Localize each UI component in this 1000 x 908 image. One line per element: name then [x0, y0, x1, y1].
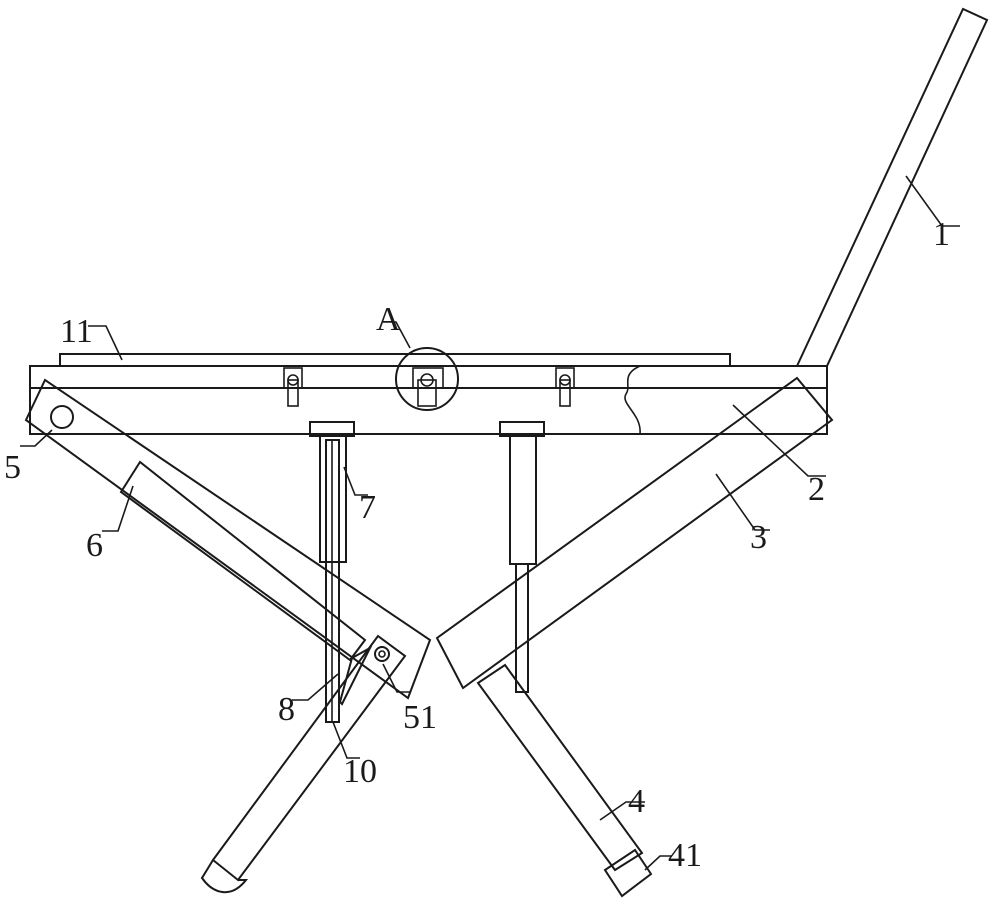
label-3: 3 [750, 519, 767, 556]
leader-lines [20, 176, 960, 870]
label-4: 4 [628, 783, 645, 820]
top-plate-11 [60, 354, 730, 366]
label-11: 11 [60, 313, 93, 350]
cylinder-right [500, 422, 544, 692]
seat-frame-2 [30, 366, 827, 434]
label-5: 5 [4, 449, 21, 486]
label-1: 1 [933, 216, 950, 253]
detail-circle-a [396, 348, 458, 410]
label-8: 8 [278, 691, 295, 728]
label-2: 2 [808, 471, 825, 508]
handle-bar-1 [797, 9, 987, 366]
label-a: A [376, 301, 401, 338]
pivot-pin-5 [51, 406, 73, 428]
label-41: 41 [668, 837, 702, 874]
label-7: 7 [359, 489, 376, 526]
right-leg-arm-3 [437, 378, 832, 688]
pivot-pin-51 [375, 647, 389, 661]
label-6: 6 [86, 527, 103, 564]
label-10: 10 [343, 753, 377, 790]
foot-cap-41 [605, 850, 651, 896]
right-lower-leg-4 [478, 665, 642, 870]
label-51: 51 [403, 699, 437, 736]
